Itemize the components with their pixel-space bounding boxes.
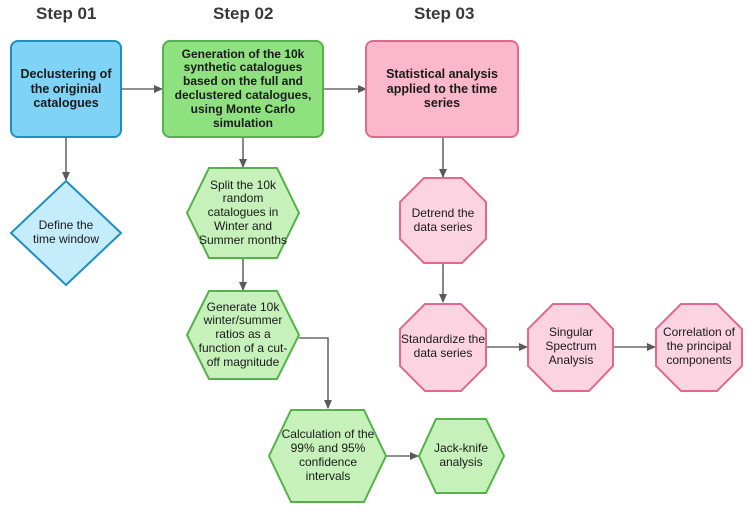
jackknife-hexagon — [417, 418, 506, 494]
generation-box — [162, 40, 324, 138]
declustering-label: Declustering of the originial catalogues — [20, 67, 112, 111]
step-03-title: Step 03 — [414, 4, 475, 23]
split-hexagon — [185, 167, 301, 259]
statistical-label: Statistical analysis applied to the time… — [386, 67, 498, 111]
ssa-octagon — [527, 303, 614, 392]
correlation-octagon — [655, 303, 743, 392]
time-window-diamond — [9, 179, 123, 287]
confidence-label: Calculation of the 99% and 95% confidenc… — [281, 427, 375, 483]
arrow-ratios-to-confidence — [299, 337, 332, 409]
detrend-label: Detrend the data series — [411, 206, 475, 234]
standardize-label: Standardize the data series — [400, 332, 486, 360]
ratios-hexagon — [185, 290, 301, 380]
correlation-label: Correlation of the principal components — [662, 325, 736, 367]
step-01-title: Step 01 — [36, 4, 97, 23]
standardize-octagon — [399, 303, 487, 392]
ratios-label: Generate 10k winter/summer ratios as a f… — [198, 299, 288, 369]
declustering-box — [10, 40, 122, 138]
connectors — [62, 85, 656, 460]
detrend-octagon — [399, 177, 487, 264]
statistical-box — [365, 40, 519, 138]
ssa-label: Singular Spectrum Analysis — [545, 325, 597, 367]
step-02-title: Step 02 — [213, 4, 274, 23]
generation-label: Generation of the 10k synthetic catalogu… — [174, 46, 312, 130]
jackknife-label: Jack-knife analysis — [433, 441, 489, 469]
time-window-label: Define the time window — [32, 218, 100, 246]
confidence-hexagon — [267, 409, 388, 503]
split-label: Split the 10k random catalogues in Winte… — [198, 177, 288, 247]
